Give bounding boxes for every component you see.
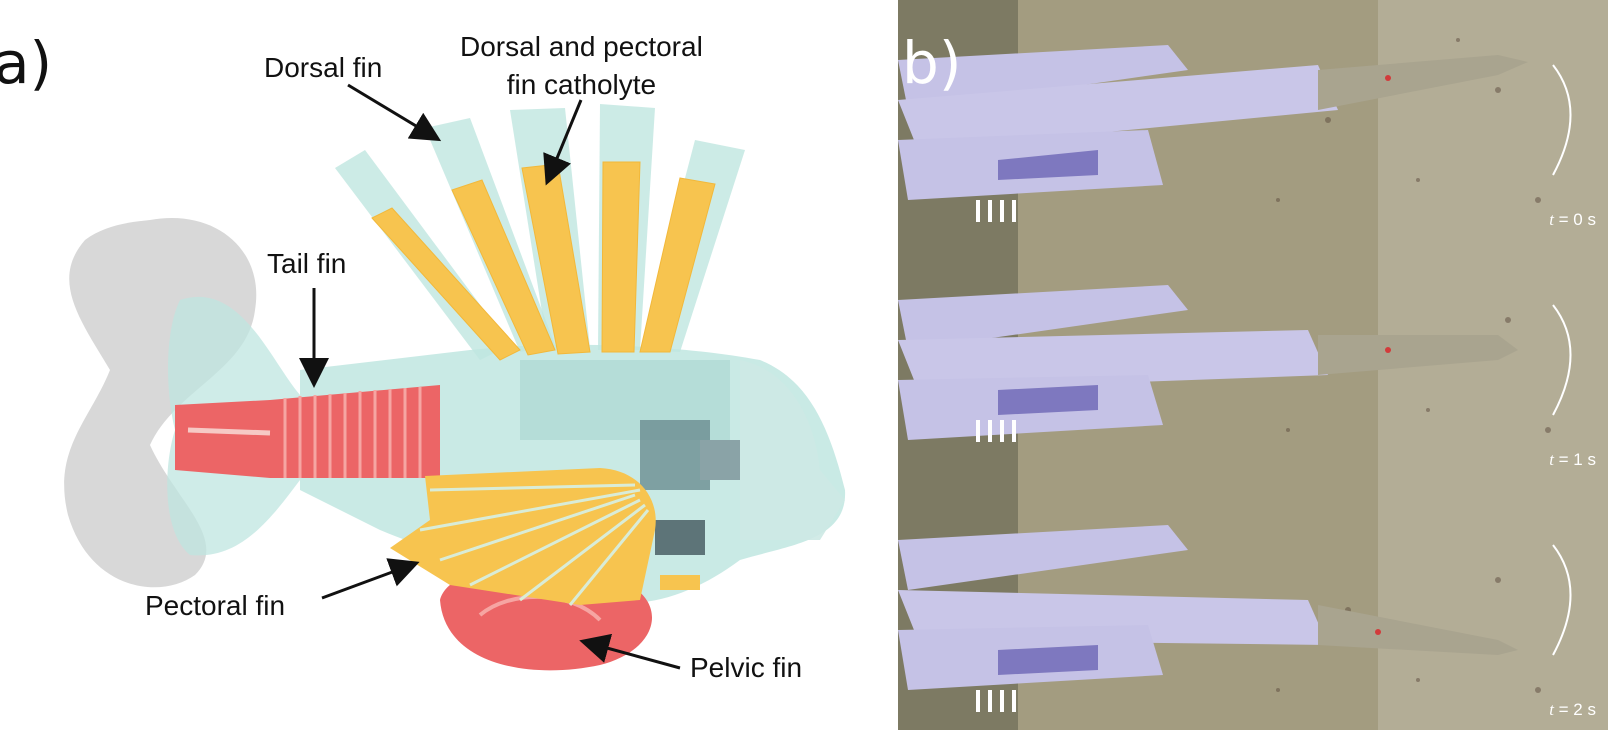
internal-components	[520, 360, 740, 555]
panel-a-schematic: a)	[0, 28, 846, 683]
time-var: t	[1549, 210, 1554, 229]
panel-a-letter: a)	[0, 29, 53, 97]
tail-fin-label: Tail fin	[267, 248, 347, 279]
frame-image	[898, 240, 1608, 480]
frame-image	[898, 0, 1608, 240]
catholyte-label-line1: Dorsal and pectoral	[460, 31, 703, 62]
pectoral-fin-label: Pectoral fin	[145, 590, 286, 621]
dorsal-fin-label: Dorsal fin	[264, 52, 383, 83]
panel-b-letter: b)	[902, 29, 962, 97]
time-label: t = 0 s	[1549, 210, 1596, 230]
time-label: t = 1 s	[1549, 450, 1596, 470]
time-var: t	[1549, 700, 1554, 719]
head-bump	[740, 360, 845, 540]
time-label: t = 2 s	[1549, 700, 1596, 720]
lionfish-diagram	[64, 83, 846, 671]
frame-image	[898, 480, 1608, 730]
leader-arrows	[299, 83, 681, 670]
pectoral-fin-shape	[390, 468, 656, 605]
panel-b-frames: t = 0 s b) t = 1 s	[898, 0, 1608, 730]
time-value: = 2 s	[1553, 700, 1596, 719]
time-value: = 0 s	[1553, 210, 1596, 229]
time-value: = 1 s	[1553, 450, 1596, 469]
pelvic-fin-label: Pelvic fin	[690, 652, 803, 683]
video-frame: t = 1 s	[898, 240, 1608, 480]
time-var: t	[1549, 450, 1554, 469]
video-frame: t = 2 s	[898, 480, 1608, 730]
catholyte-label: Dorsal and pectoral fin catholyte	[460, 28, 703, 104]
video-frame: t = 0 s b)	[898, 0, 1608, 240]
dorsal-catholyte	[371, 161, 716, 361]
tail-actuator	[175, 385, 440, 478]
catholyte-label-line2: fin catholyte	[506, 69, 657, 100]
